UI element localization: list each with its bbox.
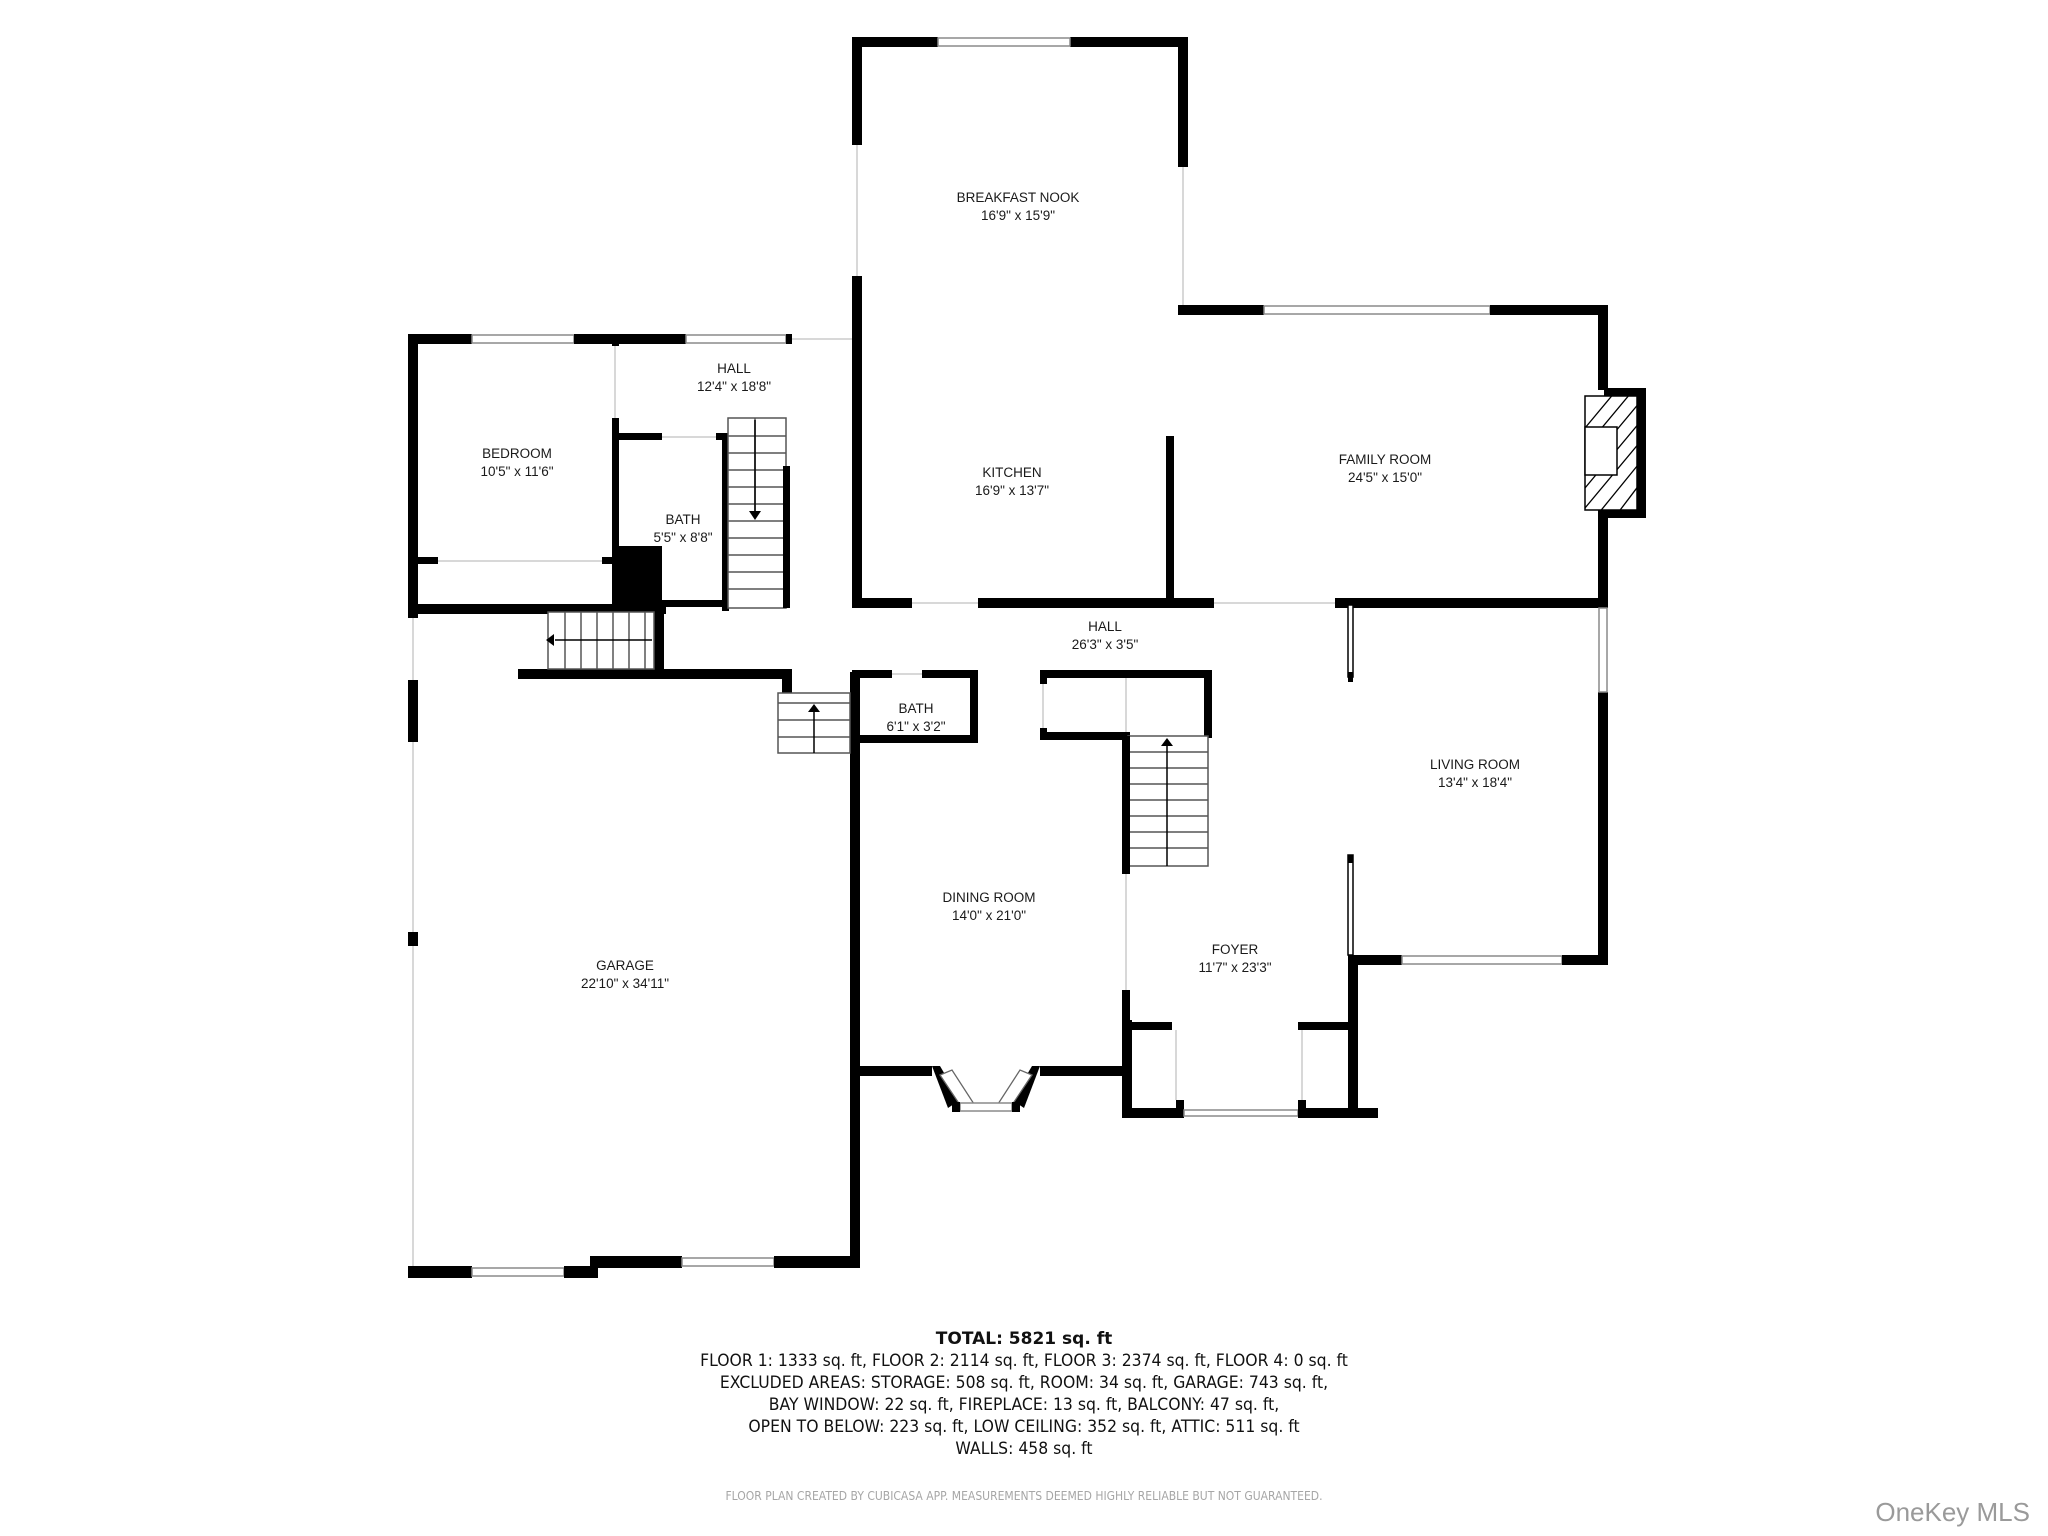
disclaimer: FLOOR PLAN CREATED BY CUBICASA APP. MEAS… xyxy=(725,1489,1323,1503)
window-icon xyxy=(1263,305,1491,315)
room-hall-upper: HALL 12'4" x 18'8" xyxy=(697,360,771,396)
room-foyer: FOYER 11'7" x 23'3" xyxy=(1198,941,1271,977)
west-wing-walls xyxy=(408,334,852,616)
walls-area: WALLS: 458 sq. ft xyxy=(955,1439,1093,1459)
area-summary: TOTAL: 5821 sq. ft FLOOR 1: 1333 sq. ft,… xyxy=(0,1328,2048,1460)
room-bedroom: BEDROOM 10'5" x 11'6" xyxy=(480,445,553,481)
window-icon xyxy=(681,1257,775,1267)
room-dimensions: 24'5" x 15'0" xyxy=(1347,470,1423,485)
room-dimensions: 5'5" x 8'8" xyxy=(653,530,713,545)
room-name: HALL xyxy=(717,361,751,376)
window-icon xyxy=(1598,607,1608,693)
room-dining-room: DINING ROOM 14'0" x 21'0" xyxy=(943,889,1036,925)
window-icon xyxy=(1183,1109,1299,1117)
total-area: TOTAL: 5821 sq. ft xyxy=(935,1329,1113,1349)
room-name: KITCHEN xyxy=(982,465,1042,480)
room-bath-small: BATH 6'1" x 3'2" xyxy=(886,700,945,736)
room-dimensions: 16'9" x 13'7" xyxy=(974,483,1050,498)
room-living-room: LIVING ROOM 13'4" x 18'4" xyxy=(1430,756,1520,792)
room-bath-upper: BATH 5'5" x 8'8" xyxy=(653,511,712,547)
room-breakfast-nook: BREAKFAST NOOK 16'9" x 15'9" xyxy=(957,189,1080,225)
room-name: DINING ROOM xyxy=(942,890,1036,905)
room-dimensions: 26'3" x 3'5" xyxy=(1071,637,1139,652)
room-dimensions: 12'4" x 18'8" xyxy=(696,379,772,394)
room-name: LIVING ROOM xyxy=(1429,757,1521,772)
room-name: FOYER xyxy=(1211,942,1259,957)
room-name: BATH xyxy=(898,701,934,716)
room-dimensions: 13'4" x 18'4" xyxy=(1437,775,1513,790)
stairs-icon xyxy=(727,417,790,609)
window-icon xyxy=(1401,955,1563,965)
room-dimensions: 14'0" x 21'0" xyxy=(951,908,1027,923)
room-dimensions: 10'5" x 11'6" xyxy=(480,464,554,479)
window-icon xyxy=(471,1267,565,1277)
room-name: FAMILY ROOM xyxy=(1338,452,1432,467)
room-dimensions: 16'9" x 15'9" xyxy=(980,208,1056,223)
stairs-icon xyxy=(777,692,851,754)
excluded-areas-line-3: OPEN TO BELOW: 223 sq. ft, LOW CEILING: … xyxy=(748,1417,1300,1437)
room-garage: GARAGE 22'10" x 34'11" xyxy=(581,957,669,993)
stairs-icon xyxy=(1122,735,1209,870)
bay-window-icon xyxy=(932,1066,1040,1112)
room-kitchen: KITCHEN 16'9" x 13'7" xyxy=(975,464,1049,500)
room-name: BREAKFAST NOOK xyxy=(956,190,1080,205)
room-name: BATH xyxy=(665,512,701,527)
room-dimensions: 22'10" x 34'11" xyxy=(580,976,670,991)
room-hall-main: HALL 26'3" x 3'5" xyxy=(1072,618,1139,654)
floor-areas: FLOOR 1: 1333 sq. ft, FLOOR 2: 2114 sq. … xyxy=(700,1351,1348,1371)
exterior-walls xyxy=(852,37,1608,608)
room-family-room: FAMILY ROOM 24'5" x 15'0" xyxy=(1339,451,1432,487)
room-name: BEDROOM xyxy=(482,446,552,461)
room-name: HALL xyxy=(1088,619,1122,634)
fireplace-icon xyxy=(1584,388,1646,518)
room-dimensions: 6'1" x 3'2" xyxy=(886,719,946,734)
room-dimensions: 11'7" x 23'3" xyxy=(1198,960,1272,975)
window-icon xyxy=(471,334,575,344)
stairs-icon xyxy=(546,611,655,670)
window-icon xyxy=(685,334,787,344)
interior-walls xyxy=(852,604,1608,1118)
excluded-areas-line-2: BAY WINDOW: 22 sq. ft, FIREPLACE: 13 sq.… xyxy=(768,1395,1280,1415)
room-name: GARAGE xyxy=(596,958,654,973)
watermark-logo: OneKey MLS xyxy=(1875,1497,2030,1527)
window-icon xyxy=(937,37,1071,47)
garage-walls xyxy=(408,604,860,1278)
excluded-areas-line-1: EXCLUDED AREAS: STORAGE: 508 sq. ft, ROO… xyxy=(719,1373,1329,1393)
